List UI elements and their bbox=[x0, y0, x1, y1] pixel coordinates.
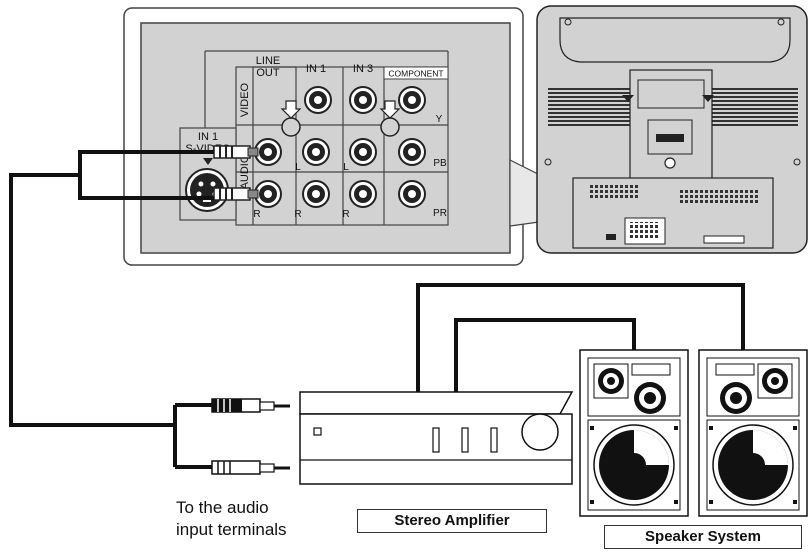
audio-label: AUDIO bbox=[239, 154, 251, 189]
audio-cable bbox=[9, 150, 214, 469]
r-label-3: R bbox=[342, 209, 349, 220]
rca-plug-amp-bottom bbox=[211, 460, 290, 475]
jack-in3-l bbox=[349, 138, 377, 166]
rca-plug-amp-top bbox=[211, 398, 290, 413]
jack-line-out-r bbox=[254, 180, 282, 208]
speaker-wire-left bbox=[454, 318, 636, 392]
jack-in1-l bbox=[302, 138, 330, 166]
l-label-2: L bbox=[343, 162, 349, 173]
rca-plug-audio-r bbox=[213, 187, 259, 201]
jack-in1-video bbox=[304, 86, 332, 114]
speaker-left bbox=[579, 349, 689, 517]
jack-in3-r bbox=[349, 180, 377, 208]
stereo-amplifier bbox=[299, 391, 574, 485]
l-label-1: L bbox=[295, 162, 301, 173]
jack-in3-video bbox=[349, 86, 377, 114]
tv-rear bbox=[536, 5, 808, 254]
in3-label: IN 3 bbox=[353, 63, 373, 75]
rca-plug-audio-l bbox=[213, 145, 259, 159]
line-out-label-1: LINE bbox=[256, 55, 280, 67]
stereo-amplifier-label: Stereo Amplifier bbox=[357, 509, 547, 533]
speaker-wire-right bbox=[416, 283, 745, 392]
r-label-2: R bbox=[294, 209, 301, 220]
terminal-panel-zoom: LINE OUT IN 1 IN 3 COMPONENT VIDEO AUDIO… bbox=[123, 7, 524, 266]
video-label: VIDEO bbox=[239, 82, 251, 117]
r-label-1: R bbox=[253, 209, 260, 220]
component-label: COMPONENT bbox=[388, 69, 443, 79]
s-video-label-1: IN 1 bbox=[198, 131, 218, 143]
audio-input-caption: To the audio input terminals bbox=[176, 497, 287, 541]
jack-line-out-l bbox=[254, 138, 282, 166]
speaker-system-label: Speaker System bbox=[604, 525, 802, 549]
y-label: Y bbox=[436, 114, 443, 125]
audio-input-caption-line-2: input terminals bbox=[176, 520, 287, 539]
line-out-label-2: OUT bbox=[256, 67, 280, 79]
pr-label: PR bbox=[433, 208, 447, 219]
jack-component-pb bbox=[398, 138, 426, 166]
jack-in1-r bbox=[302, 180, 330, 208]
audio-input-caption-line-1: To the audio bbox=[176, 498, 269, 517]
pb-label: PB bbox=[433, 158, 447, 169]
speaker-right bbox=[698, 349, 808, 517]
jack-component-pr bbox=[398, 180, 426, 208]
in1-label: IN 1 bbox=[306, 63, 326, 75]
jack-component-y bbox=[398, 86, 426, 114]
